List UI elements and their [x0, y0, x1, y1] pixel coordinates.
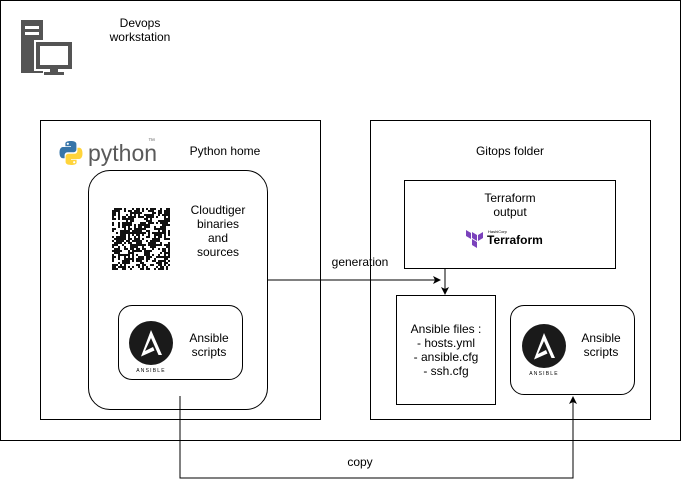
- python-logo-tm: ™: [148, 138, 155, 145]
- python-home-title: Python home: [189, 144, 261, 158]
- python-logo-icon: [59, 141, 83, 165]
- cloudtiger-label: Cloudtiger binaries and sources: [190, 203, 246, 259]
- terraform-brand: Terraform: [487, 233, 543, 247]
- ansible-files-box: [396, 295, 496, 405]
- terraform-brand-prefix: HashiCorp: [488, 229, 507, 234]
- terraform-logo-icon: [466, 230, 483, 248]
- ansible-scripts-left-label: Ansible scripts: [189, 331, 229, 359]
- desktop-computer-icon: [21, 20, 74, 75]
- terraform-output-box: [404, 180, 616, 269]
- ansible-brand-left: ANSIBLE: [136, 368, 166, 374]
- workstation-label: Devops workstation: [109, 16, 171, 44]
- ansible-scripts-right-label: Ansible scripts: [581, 331, 621, 359]
- copy-edge: [179, 396, 577, 479]
- tiger-image: [112, 208, 170, 270]
- ansible-logo-icon: [129, 321, 173, 365]
- generation-edge-label: generation: [331, 255, 389, 269]
- copy-edge-label: copy: [347, 455, 373, 469]
- ansible-logo-icon: [522, 324, 566, 368]
- gitops-folder-title: Gitops folder: [475, 144, 545, 158]
- ansible-files-label: Ansible files : - hosts.yml - ansible.cf…: [410, 322, 482, 378]
- ansible-brand-right: ANSIBLE: [529, 371, 559, 377]
- python-logo-text: python: [88, 140, 158, 166]
- terraform-output-label: Terraform output: [484, 191, 536, 219]
